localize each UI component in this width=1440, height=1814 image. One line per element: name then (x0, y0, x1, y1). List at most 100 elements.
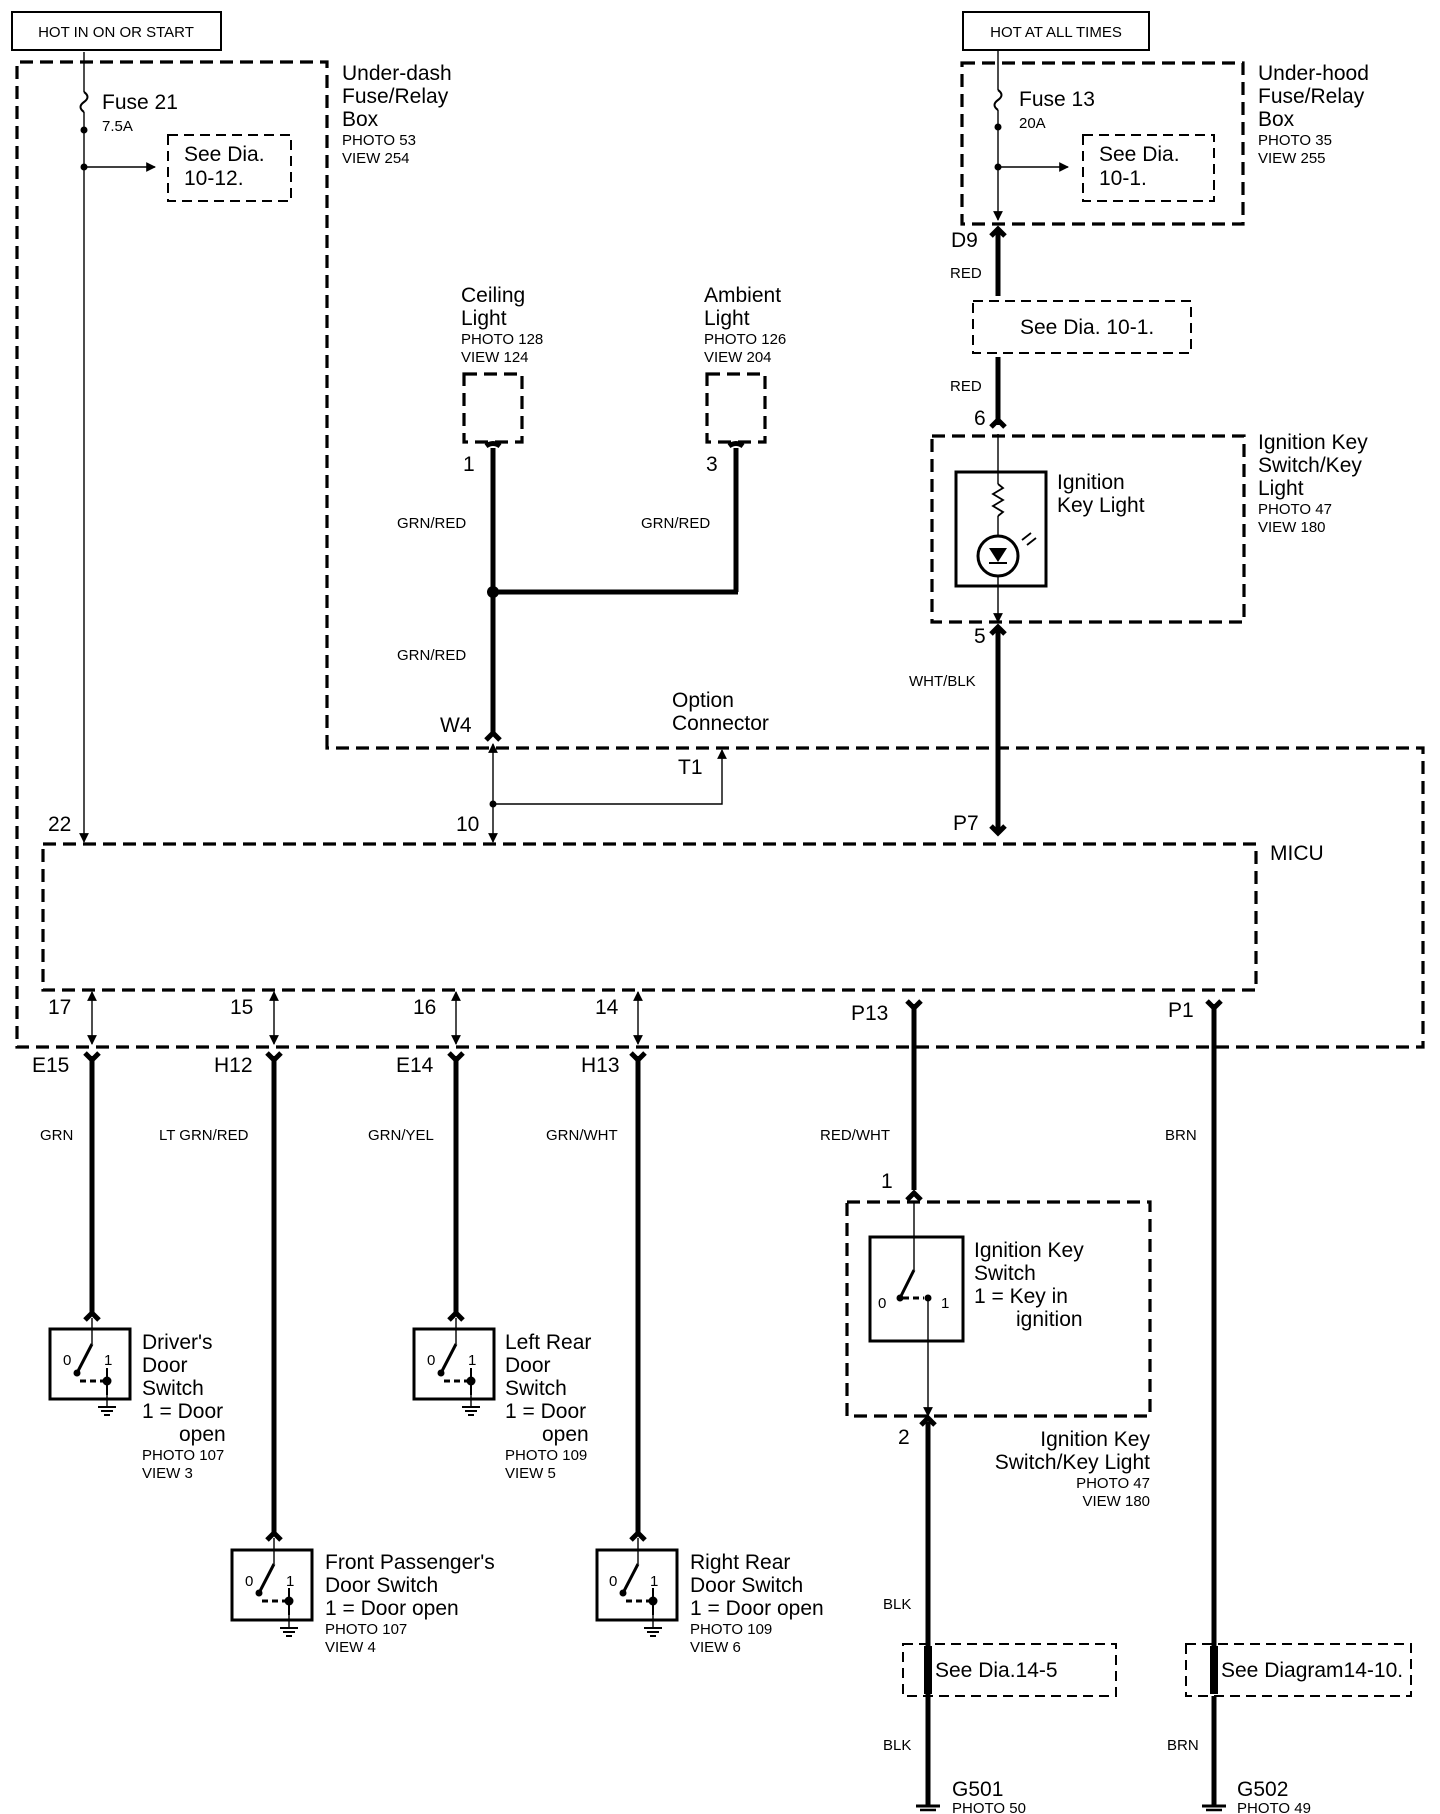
svg-text:Switch: Switch (142, 1377, 204, 1400)
svg-text:Door Switch: Door Switch (690, 1574, 803, 1597)
micu-pin-10: 10 (456, 813, 479, 836)
underdash-box-label: Under-dash Fuse/Relay Box PHOTO 53 VIEW … (342, 62, 452, 167)
svg-text:GRN/RED: GRN/RED (641, 515, 710, 532)
svg-text:Key Light: Key Light (1057, 494, 1145, 517)
micu-pin-22: 22 (48, 813, 71, 836)
svg-text:Fuse/Relay: Fuse/Relay (342, 85, 449, 108)
d9-see-dia-box (972, 300, 1192, 354)
svg-text:VIEW 255: VIEW 255 (1258, 150, 1326, 167)
ignition-key-light-pin5: 5 (974, 625, 986, 648)
svg-text:GRN/RED: GRN/RED (397, 647, 466, 664)
left-rear-door-switch-label: Left Rear Door Switch 1 = Door open PHOT… (505, 1331, 591, 1482)
lights-splice-dot (487, 586, 499, 598)
micu-pin-17: 17 (48, 996, 71, 1019)
svg-text:Front Passenger's: Front Passenger's (325, 1551, 495, 1574)
w4-terminal-label: W4 (440, 714, 472, 737)
svg-text:Ignition: Ignition (1057, 471, 1125, 494)
svg-text:Right Rear: Right Rear (690, 1551, 790, 1574)
svg-text:1 = Door open: 1 = Door open (325, 1597, 459, 1620)
svg-text:open: open (542, 1423, 589, 1446)
svg-text:0: 0 (878, 1295, 886, 1312)
svg-text:Ceiling: Ceiling (461, 284, 525, 307)
svg-text:RED: RED (950, 378, 982, 395)
svg-text:1 = Key in: 1 = Key in (974, 1285, 1068, 1308)
g501-label: G501 (952, 1778, 1003, 1801)
svg-text:RED: RED (950, 265, 982, 282)
drivers-door-switch-label: Driver's Door Switch 1 = Door open PHOTO… (142, 1331, 226, 1482)
svg-text:VIEW 3: VIEW 3 (142, 1465, 193, 1482)
fuse21-label: Fuse 21 (102, 91, 178, 114)
svg-text:Ignition Key: Ignition Key (974, 1239, 1084, 1262)
ceiling-light-label: Ceiling Light PHOTO 128 VIEW 124 (461, 284, 543, 366)
svg-text:0: 0 (63, 1352, 71, 1369)
svg-text:1: 1 (286, 1573, 294, 1590)
micu-label: MICU (1270, 842, 1324, 865)
ignition-key-light-pin6: 6 (974, 407, 986, 430)
svg-text:PHOTO 128: PHOTO 128 (461, 331, 543, 348)
underdash-fuse-relay-box-outline (15, 60, 1425, 1049)
svg-text:BLK: BLK (883, 1737, 911, 1754)
svg-text:10-1.: 10-1. (1099, 167, 1147, 190)
ignition-key-switch-contact-box (868, 1235, 965, 1343)
svg-text:10-12.: 10-12. (184, 167, 244, 190)
svg-text:See Dia.14-5: See Dia.14-5 (935, 1659, 1058, 1682)
svg-text:BLK: BLK (883, 1596, 911, 1613)
svg-text:Door: Door (142, 1354, 188, 1377)
svg-text:PHOTO 47: PHOTO 47 (1258, 501, 1332, 518)
option-connector-t1: T1 (678, 756, 703, 779)
svg-text:ignition: ignition (1016, 1308, 1083, 1331)
fuse21-symbol (79, 91, 89, 113)
svg-text:1: 1 (941, 1295, 949, 1312)
svg-text:PHOTO 53: PHOTO 53 (342, 132, 416, 149)
right-rear-door-switch: 0 1 (595, 1529, 679, 1637)
svg-text:open: open (179, 1423, 226, 1446)
svg-text:VIEW 180: VIEW 180 (1258, 519, 1326, 536)
drivers-door-switch: 0 1 (48, 1309, 132, 1416)
svg-text:GRN/WHT: GRN/WHT (546, 1127, 618, 1144)
svg-text:1 = Door: 1 = Door (505, 1400, 586, 1423)
svg-text:VIEW 180: VIEW 180 (1082, 1493, 1150, 1510)
ignition-key-light-resistor (991, 483, 1005, 517)
svg-text:0: 0 (245, 1573, 253, 1590)
left-rear-door-switch: 0 1 (412, 1309, 496, 1416)
fuse13-label: Fuse 13 (1019, 88, 1095, 111)
svg-text:Driver's: Driver's (142, 1331, 213, 1354)
svg-text:RED/WHT: RED/WHT (820, 1127, 890, 1144)
fuse21-see-dia-box (167, 134, 292, 202)
micu-box (41, 842, 1258, 992)
svg-text:Left Rear: Left Rear (505, 1331, 591, 1354)
svg-text:Fuse/Relay: Fuse/Relay (1258, 85, 1365, 108)
ambient-light-label: Ambient Light PHOTO 126 VIEW 204 (704, 284, 786, 366)
option-connector-label: Option (672, 689, 734, 712)
svg-text:BRN: BRN (1165, 1127, 1197, 1144)
micu-pin-16: 16 (413, 996, 436, 1019)
svg-text:Under-dash: Under-dash (342, 62, 452, 85)
svg-text:0: 0 (609, 1573, 617, 1590)
svg-text:1 = Door: 1 = Door (142, 1400, 223, 1423)
svg-text:0: 0 (427, 1352, 435, 1369)
svg-text:Ignition Key: Ignition Key (1040, 1428, 1150, 1451)
svg-text:VIEW 254: VIEW 254 (342, 150, 410, 167)
svg-text:PHOTO 109: PHOTO 109 (690, 1621, 772, 1638)
svg-text:GRN/YEL: GRN/YEL (368, 1127, 434, 1144)
svg-text:LT GRN/RED: LT GRN/RED (159, 1127, 249, 1144)
svg-text:Switch: Switch (974, 1262, 1036, 1285)
ceiling-light-box (462, 372, 524, 444)
ignition-key-switch-pin2: 2 (898, 1426, 910, 1449)
g502-label: G502 (1237, 1778, 1288, 1801)
svg-text:PHOTO 35: PHOTO 35 (1258, 132, 1332, 149)
svg-text:GRN: GRN (40, 1127, 73, 1144)
svg-text:PHOTO 126: PHOTO 126 (704, 331, 786, 348)
svg-text:E14: E14 (396, 1054, 434, 1077)
svg-text:Switch/Key Light: Switch/Key Light (995, 1451, 1150, 1474)
g501-see-dia-box (902, 1643, 1117, 1697)
ignition-key-switch-pin1: 1 (881, 1170, 893, 1193)
hot-at-all-times-box: HOT AT ALL TIMES (962, 11, 1150, 51)
svg-text:H13: H13 (581, 1054, 620, 1077)
hot-at-all-times-label: HOT AT ALL TIMES (990, 24, 1122, 41)
ambient-light-box (705, 372, 767, 444)
svg-text:See Dia. 10-1.: See Dia. 10-1. (1020, 316, 1154, 339)
svg-text:E15: E15 (32, 1054, 69, 1077)
svg-text:GRN/RED: GRN/RED (397, 515, 466, 532)
svg-text:Switch/Key: Switch/Key (1258, 454, 1362, 477)
